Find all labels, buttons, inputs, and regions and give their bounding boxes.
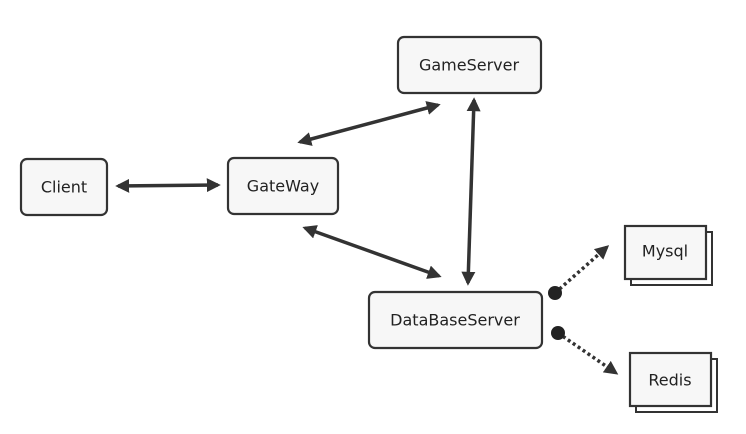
edge-gateway-gameserver [297, 101, 441, 146]
edges [115, 97, 619, 375]
edge-gateway-databaseserver [302, 225, 442, 279]
node-gateway[interactable]: GateWay [226, 156, 340, 216]
node-redis[interactable]: Redis [628, 351, 718, 413]
edge-client-gateway [115, 178, 221, 193]
node-client[interactable]: Client [19, 157, 109, 217]
edge-databaseserver-redis [551, 326, 619, 375]
node-label-redis: Redis [648, 371, 691, 390]
node-databaseserver[interactable]: DataBaseServer [367, 290, 544, 350]
node-label-gameserver: GameServer [419, 56, 520, 75]
edge-gameserver-databaseserver [461, 97, 481, 286]
node-label-gateway: GateWay [247, 177, 319, 196]
node-gameserver[interactable]: GameServer [396, 35, 543, 95]
edge-tail-dot [551, 326, 565, 340]
node-label-mysql: Mysql [642, 242, 688, 261]
node-label-databaseserver: DataBaseServer [390, 311, 520, 330]
edge-tail-dot [548, 286, 562, 300]
edge-databaseserver-mysql [548, 245, 610, 300]
node-label-client: Client [41, 178, 87, 197]
node-mysql[interactable]: Mysql [623, 224, 713, 286]
